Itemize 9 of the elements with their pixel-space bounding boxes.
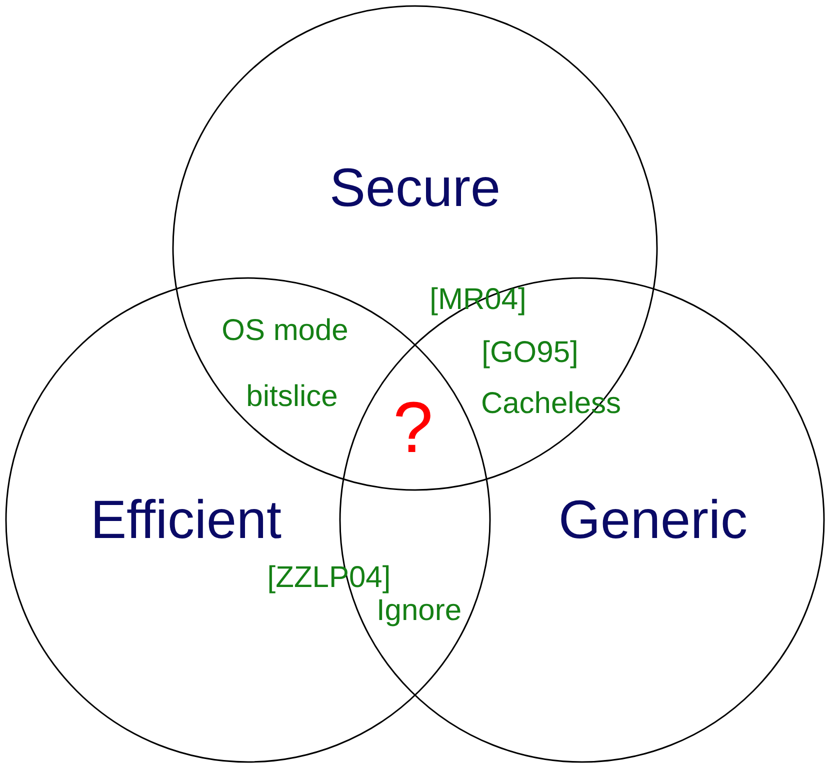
citation-label: [GO95] bbox=[482, 336, 578, 370]
question-mark: ? bbox=[392, 387, 434, 469]
set-title: Efficient bbox=[90, 489, 282, 551]
set-title: Generic bbox=[558, 489, 748, 551]
overlap-label: bitslice bbox=[246, 380, 338, 414]
set-title: Secure bbox=[329, 157, 501, 219]
overlap-label: Ignore bbox=[376, 594, 462, 628]
set-circle bbox=[172, 5, 658, 491]
overlap-label: OS mode bbox=[222, 314, 348, 348]
